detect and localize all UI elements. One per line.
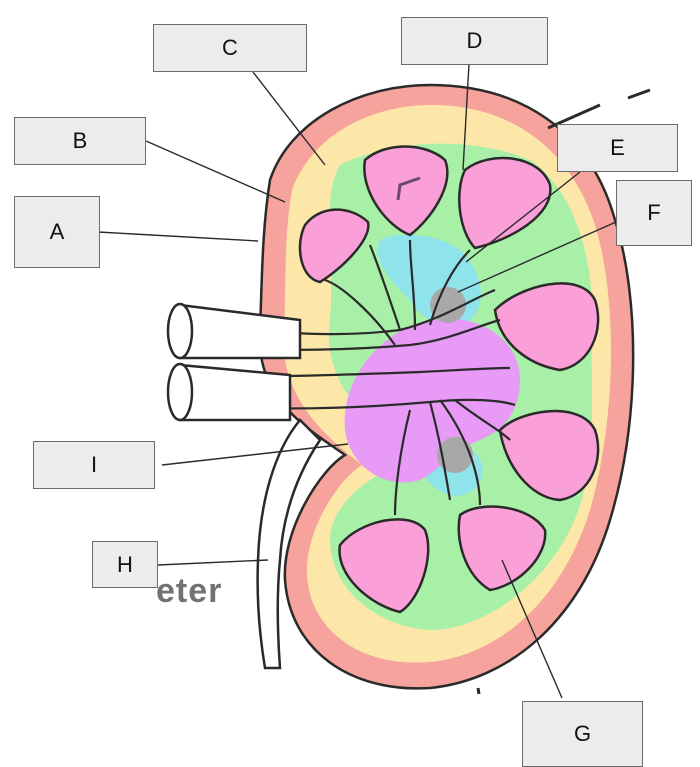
label-box-h[interactable]: H [92, 541, 158, 588]
label-a: A [49, 219, 65, 244]
ureter [256, 418, 322, 670]
label-box-e[interactable]: E [557, 124, 678, 172]
renal-pyramid [298, 208, 370, 284]
calyx-blob-lower [437, 437, 473, 473]
label-e: E [610, 135, 625, 160]
label-box-g[interactable]: G [522, 701, 643, 767]
label-c: C [222, 35, 238, 60]
renal-pyramid [338, 518, 430, 614]
label-g: G [573, 721, 592, 746]
ureter-label-fragment: eter [156, 572, 223, 610]
renal-vessel-tubes [166, 302, 302, 422]
renal-pyramid [458, 156, 552, 250]
label-f: F [647, 200, 661, 225]
label-b: B [72, 128, 88, 153]
renal-pyramid [498, 409, 600, 502]
label-box-c[interactable]: C [153, 24, 307, 72]
renal-pyramid [493, 282, 600, 372]
label-box-i[interactable]: I [33, 441, 155, 489]
label-box-d[interactable]: D [401, 17, 548, 65]
stray-marks [476, 88, 651, 695]
label-h: H [117, 551, 133, 577]
label-box-f[interactable]: F [616, 180, 692, 246]
renal-pyramid [363, 145, 449, 237]
leader-lines [97, 63, 617, 699]
label-box-b[interactable]: B [14, 117, 146, 165]
pyramid-mark [396, 176, 421, 201]
label-i: I [90, 452, 98, 477]
label-d: D [466, 28, 483, 53]
renal-pyramid [457, 505, 547, 592]
label-box-a[interactable]: A [14, 196, 100, 268]
renal-pelvis [344, 318, 520, 483]
